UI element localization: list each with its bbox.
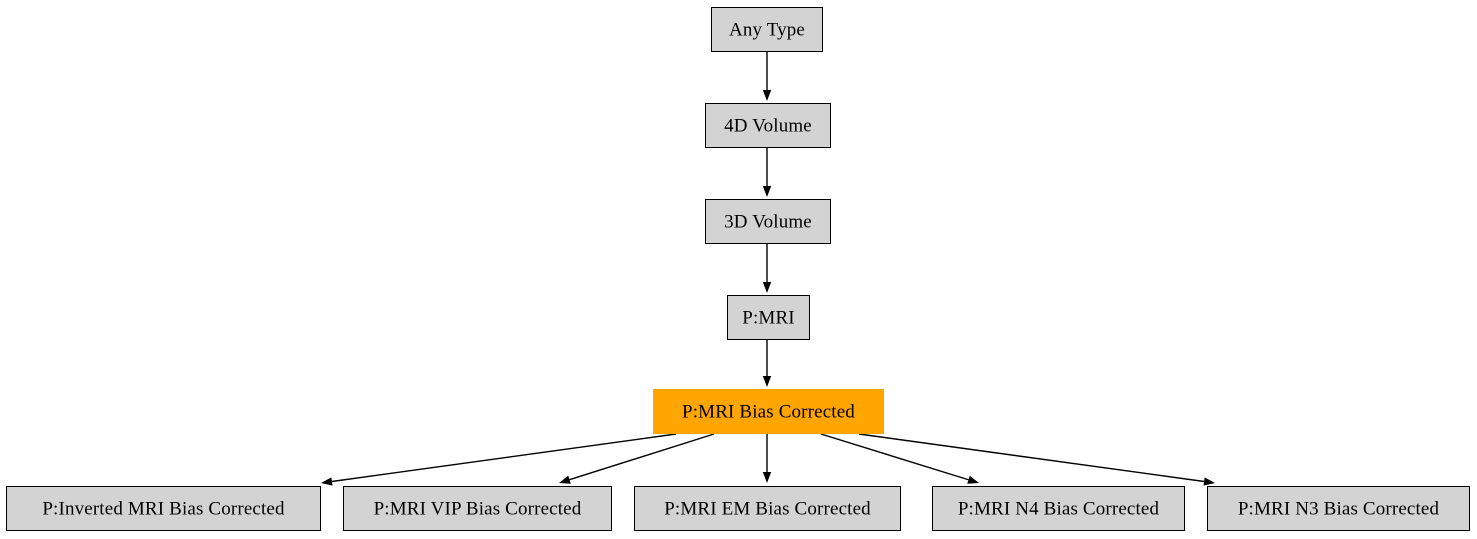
arrowhead-icon [762, 90, 772, 101]
edge-line [569, 433, 715, 481]
arrowhead-icon [762, 376, 772, 387]
node-label-p-mri-n3-bias-corrected: P:MRI N3 Bias Corrected [1237, 498, 1440, 520]
arrowhead-icon [1203, 477, 1215, 486]
node-p-mri-vip-bias-corrected[interactable]: P:MRI VIP Bias Corrected [343, 486, 612, 531]
node-p-mri-em-bias-corrected[interactable]: P:MRI EM Bias Corrected [634, 486, 901, 531]
node-3d-volume[interactable]: 3D Volume [705, 199, 831, 244]
arrowhead-icon [559, 475, 571, 484]
node-label-p-mri: P:MRI [742, 307, 795, 329]
edge-bias-to-p-inverted-mri [321, 433, 677, 486]
node-any-type[interactable]: Any Type [711, 7, 823, 52]
node-p-inverted-mri-bias-corrected[interactable]: P:Inverted MRI Bias Corrected [6, 486, 321, 531]
arrowhead-icon [762, 186, 772, 197]
node-p-mri-bias-corrected[interactable]: P:MRI Bias Corrected [653, 389, 884, 434]
arrowhead-icon [762, 472, 772, 483]
edge-any-type-to-4d-volume [762, 52, 772, 101]
node-label-p-mri-vip-bias-corrected: P:MRI VIP Bias Corrected [373, 498, 582, 520]
arrowhead-icon [762, 282, 772, 293]
edge-4d-volume-to-3d-volume [762, 148, 772, 197]
arrowhead-icon [321, 477, 333, 486]
edge-line [331, 433, 677, 483]
node-label-p-inverted-mri-bias-corrected: P:Inverted MRI Bias Corrected [42, 498, 285, 520]
edge-bias-to-p-mri-em [762, 434, 772, 483]
node-p-mri-n4-bias-corrected[interactable]: P:MRI N4 Bias Corrected [932, 486, 1185, 531]
arrowhead-icon [967, 475, 979, 484]
edge-line [858, 433, 1205, 483]
node-4d-volume[interactable]: 4D Volume [705, 103, 831, 148]
node-p-mri-n3-bias-corrected[interactable]: P:MRI N3 Bias Corrected [1207, 486, 1470, 531]
node-p-mri[interactable]: P:MRI [727, 295, 810, 340]
node-label-4d-volume: 4D Volume [724, 115, 812, 137]
edge-bias-to-p-mri-vip [559, 433, 715, 484]
edge-bias-to-p-mri-n3 [858, 433, 1215, 486]
edge-p-mri-to-bias-corrected [762, 340, 772, 387]
node-label-3d-volume: 3D Volume [724, 211, 812, 233]
node-label-p-mri-bias-corrected: P:MRI Bias Corrected [682, 401, 855, 423]
edge-3d-volume-to-p-mri [762, 244, 772, 293]
node-label-p-mri-n4-bias-corrected: P:MRI N4 Bias Corrected [957, 498, 1160, 520]
edge-line [820, 433, 969, 481]
node-label-p-mri-em-bias-corrected: P:MRI EM Bias Corrected [664, 498, 871, 520]
node-label-any-type: Any Type [728, 19, 806, 41]
edge-bias-to-p-mri-n4 [820, 433, 979, 484]
